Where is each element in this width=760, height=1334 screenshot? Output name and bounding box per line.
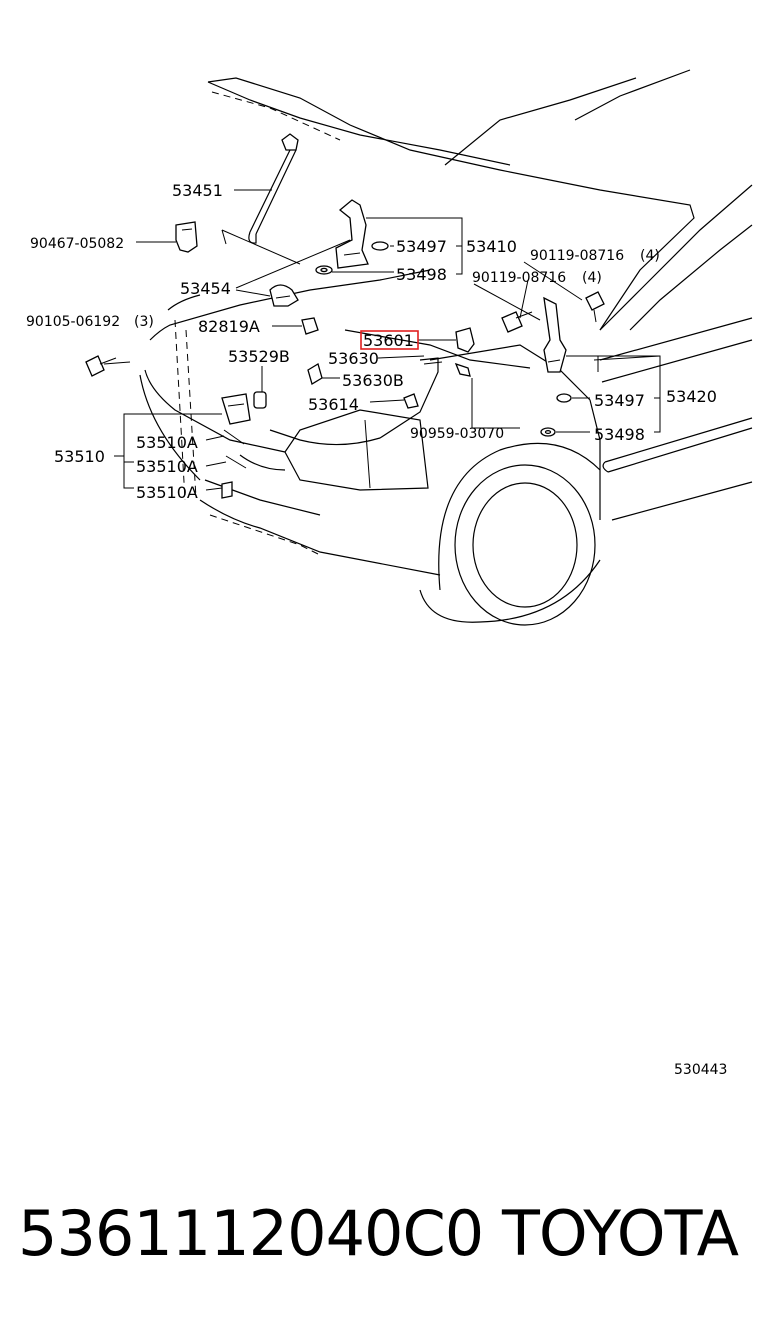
hinge-bolts-top	[315, 241, 389, 275]
label-53451: 53451	[172, 181, 223, 200]
label-82819A: 82819A	[198, 317, 260, 336]
bolt-90119-right	[585, 291, 605, 323]
label-53510: 53510	[54, 447, 105, 466]
label-53410: 53410	[466, 237, 517, 256]
hood-bumper-82819A	[301, 317, 319, 335]
part-number: 5361112040C0	[18, 1197, 484, 1270]
label-90959-03070: 90959-03070	[410, 426, 504, 442]
hood-support-rod	[248, 133, 299, 244]
label-53529B: 53529B	[228, 347, 290, 366]
label-53510A-1: 53510A	[136, 433, 198, 452]
highlight-box-53601	[360, 330, 419, 350]
label-53510A-2: 53510A	[136, 457, 198, 476]
part-labels: 53451 90467-05082 53497 53410 53498 9011…	[26, 181, 727, 1078]
hinge-washers-right	[540, 393, 572, 437]
vehicle-outline	[139, 69, 753, 626]
label-53630: 53630	[328, 349, 379, 368]
hood-hinge-left	[335, 199, 369, 269]
release-cable	[269, 357, 471, 446]
label-53614: 53614	[308, 395, 359, 414]
bolt-90105	[85, 355, 117, 377]
label-53497-right: 53497	[594, 391, 645, 410]
label-53510A-3: 53510A	[136, 483, 198, 502]
label-53498-right: 53498	[594, 425, 645, 444]
label-90119-08716-a: 90119-08716	[530, 248, 624, 264]
bolt-90119-left	[501, 311, 533, 333]
cable-clip-53614	[403, 393, 419, 409]
label-53420: 53420	[666, 387, 717, 406]
brand-name: TOYOTA	[502, 1197, 739, 1270]
label-90119-08716-a-qty: (4)	[640, 248, 660, 264]
label-53497-top: 53497	[396, 237, 447, 256]
label-53630B: 53630B	[342, 371, 404, 390]
hood-hinge-right	[543, 296, 567, 373]
lock-cushion-53529B	[253, 391, 267, 409]
cable-clamp-53630B	[307, 363, 323, 385]
label-53498-top: 53498	[396, 265, 447, 284]
label-53601: 53601	[363, 331, 414, 350]
label-90119-08716-b: 90119-08716	[472, 270, 566, 286]
rod-holder-clip	[175, 221, 198, 253]
hood-lock-53510	[221, 393, 251, 499]
label-90119-08716-b-qty: (4)	[582, 270, 602, 286]
label-90105-06192-qty: (3)	[134, 314, 154, 330]
label-90105-06192: 90105-06192	[26, 314, 120, 330]
label-53454: 53454	[180, 279, 231, 298]
leader-lines	[103, 189, 661, 491]
part-number-caption: 5361112040C0 TOYOTA	[18, 1196, 758, 1276]
release-lever-53601	[455, 327, 475, 353]
label-90467-05082: 90467-05082	[30, 236, 124, 252]
figure-code: 530443	[674, 1062, 727, 1078]
hood-cushion	[269, 284, 299, 307]
